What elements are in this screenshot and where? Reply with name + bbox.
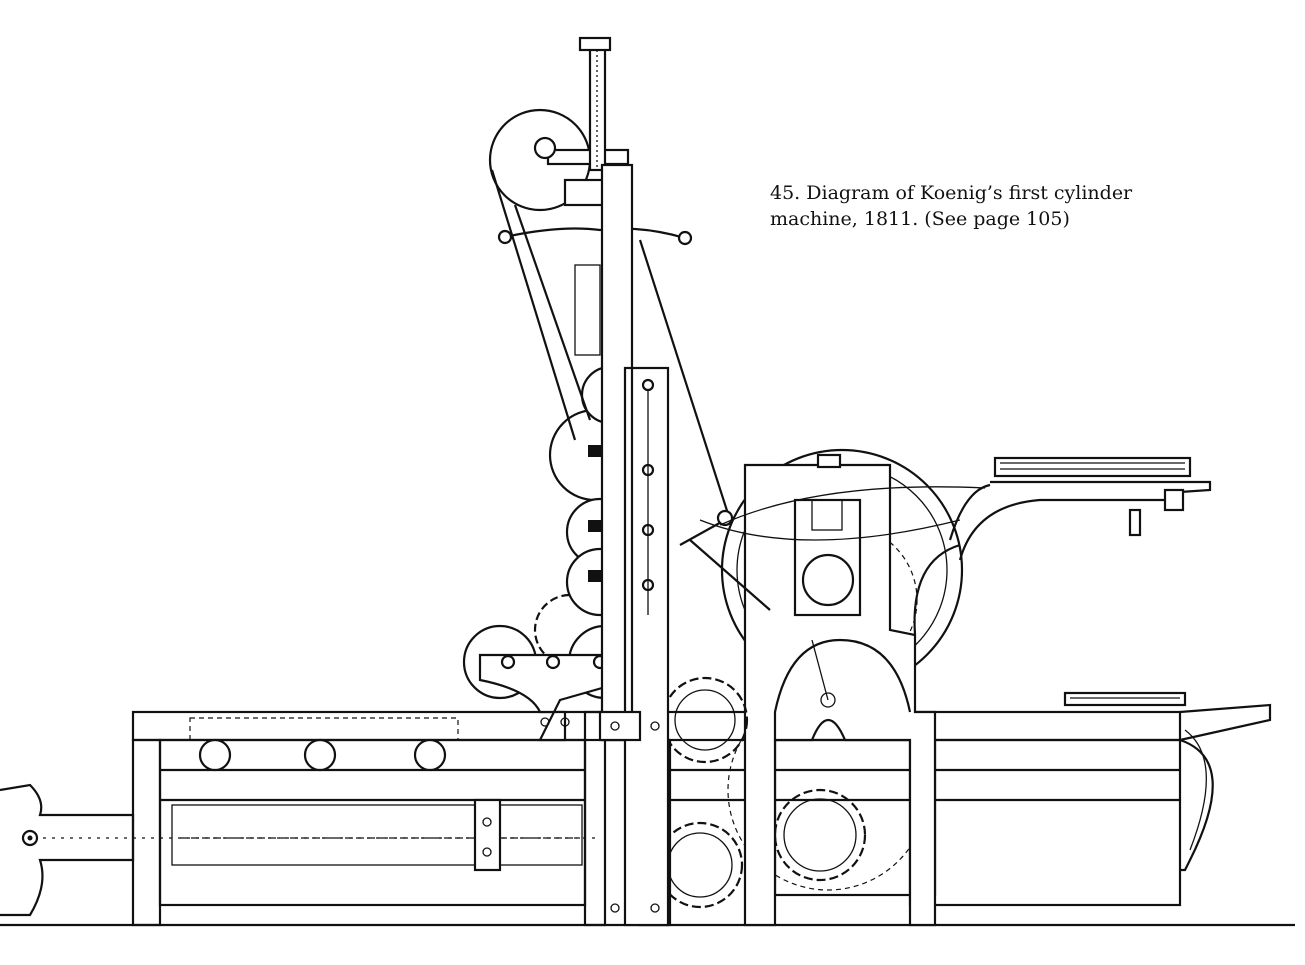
caption-line-1: 45. Diagram of Koenig’s first cylinder: [770, 182, 1133, 204]
base-frame: [131, 703, 1272, 927]
cylinder-pedestal: [720, 448, 964, 927]
caption-line-2: machine, 1811. (See page 105): [770, 208, 1070, 230]
linkage-arms: [679, 486, 986, 611]
feed-board: [948, 456, 1212, 707]
vertical-columns: [540, 163, 670, 927]
figure-caption: 45. Diagram of Koenig’s first cylinder m…: [770, 180, 1132, 232]
ink-fountain: [488, 36, 732, 521]
